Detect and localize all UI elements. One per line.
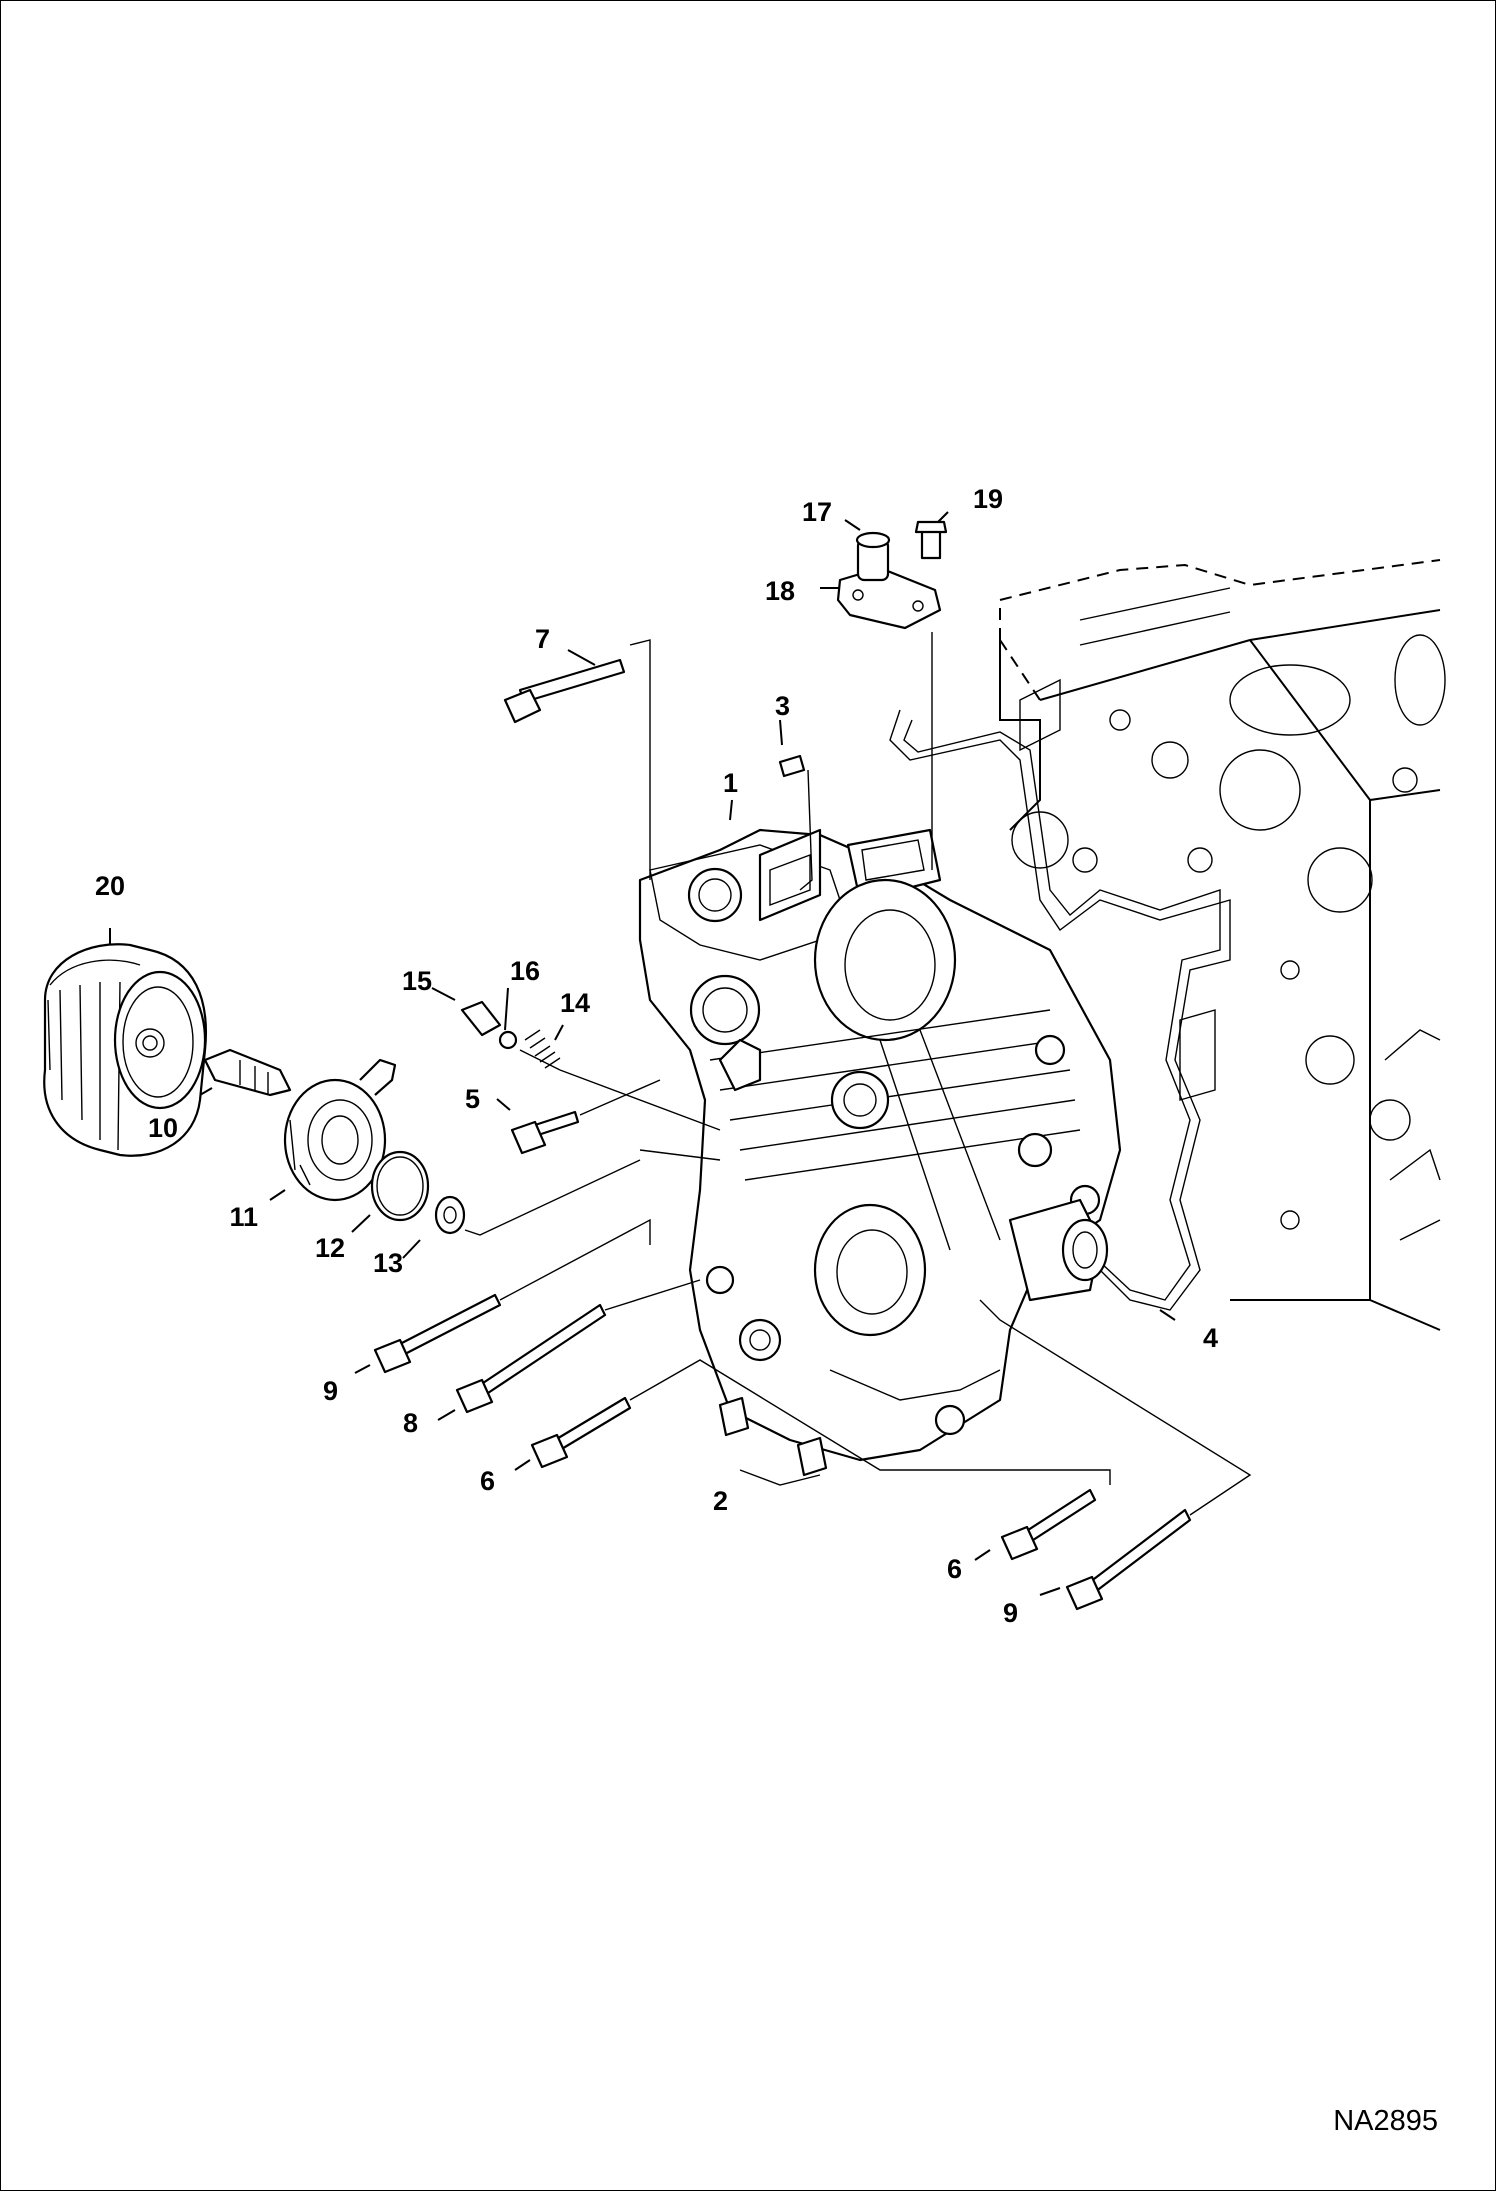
callout-20: 20 [95, 871, 125, 901]
bolt-9-left [373, 1293, 502, 1374]
bolt-6-left [530, 1396, 632, 1469]
relief-valve-parts [460, 1000, 561, 1071]
o-ring [370, 1150, 430, 1222]
bolt-7 [503, 658, 626, 724]
callout-1: 1 [723, 768, 738, 798]
gasket [889, 709, 1231, 1311]
gasket-inner [903, 719, 1221, 1301]
gasket-hole [1011, 811, 1069, 869]
callout-14: 14 [560, 988, 590, 1018]
callout-9-right: 9 [1003, 1598, 1018, 1628]
sleeve [434, 1195, 466, 1235]
callout-9-left: 9 [323, 1376, 338, 1406]
callout-6-right: 6 [947, 1554, 962, 1584]
callout-4: 4 [1203, 1323, 1218, 1353]
callout-labels: 1 2 3 4 5 6 6 7 8 9 9 10 11 12 13 14 15 … [95, 484, 1218, 1628]
gear-case [638, 828, 1122, 1462]
callout-18: 18 [765, 576, 795, 606]
callout-15: 15 [402, 966, 432, 996]
callout-10: 10 [148, 1113, 178, 1143]
callout-3: 3 [775, 691, 790, 721]
bolt-9-right [1065, 1508, 1192, 1611]
callout-8: 8 [403, 1408, 418, 1438]
plugs [718, 1396, 828, 1477]
callout-12: 12 [315, 1233, 345, 1263]
engine-block [999, 559, 1446, 1331]
callout-7: 7 [535, 624, 550, 654]
callout-17: 17 [802, 497, 832, 527]
callout-5: 5 [465, 1084, 480, 1114]
oil-filter [43, 943, 207, 1157]
bolt-6-right [1000, 1488, 1097, 1561]
callout-2: 2 [713, 1486, 728, 1516]
filter-fitting [203, 1048, 292, 1097]
figure-reference-code: NA2895 [1333, 2105, 1438, 2137]
callout-13: 13 [373, 1248, 403, 1278]
bolt-8 [455, 1303, 607, 1414]
callout-19: 19 [973, 484, 1003, 514]
gasket-tab [1179, 1009, 1216, 1101]
callout-16: 16 [510, 956, 540, 986]
leader-lines [109, 511, 1252, 1596]
cover-plate-assembly [836, 520, 948, 630]
callout-11: 11 [229, 1202, 258, 1232]
dowel-pin [778, 754, 806, 778]
bolt-5 [510, 1110, 580, 1155]
callout-6-left: 6 [480, 1466, 495, 1496]
filter-base [283, 1058, 397, 1202]
